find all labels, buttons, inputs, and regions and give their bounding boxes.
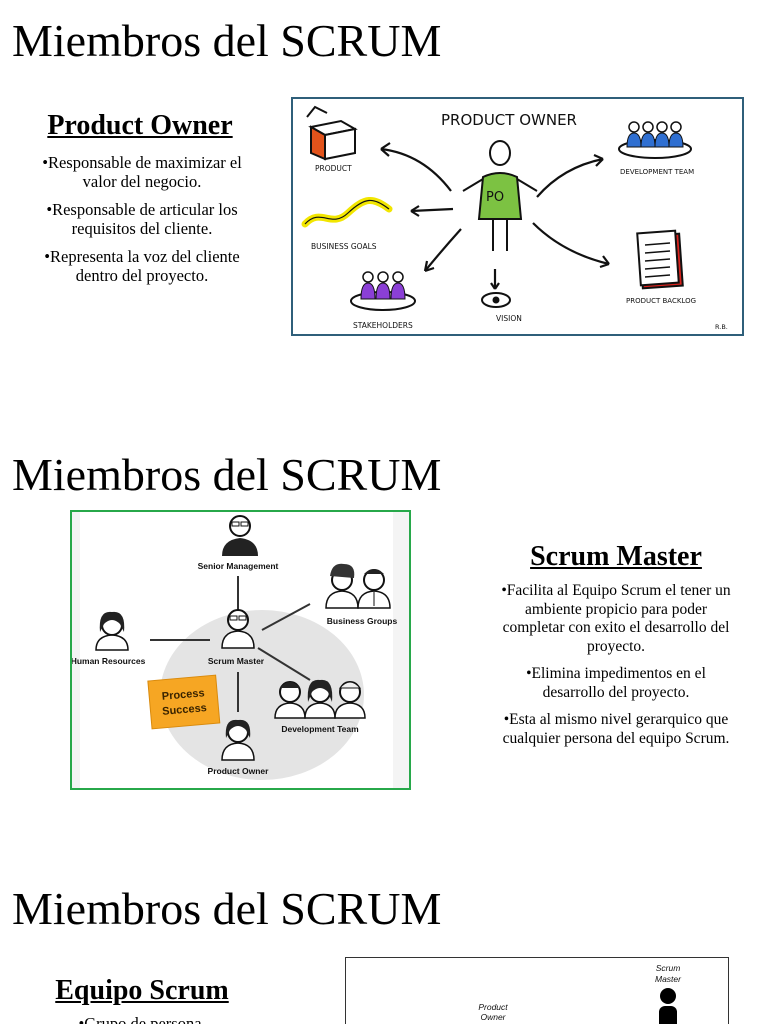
bullet-list: •Grupo de persona <box>40 1014 240 1024</box>
label-stakeholders: STAKEHOLDERS <box>353 321 413 330</box>
product-backlog-icon <box>636 229 684 290</box>
equipo-scrum-diagram: Product Owner Scrum Master <box>345 957 729 1024</box>
scrum-master-illustration: Senior Management Business Groups Human … <box>72 512 398 788</box>
business-groups-people-icon <box>325 563 391 609</box>
bullet-item: •Responsable de maximizar el valor del n… <box>42 153 242 191</box>
connector-lines <box>150 576 311 712</box>
role-heading: Scrum Master <box>530 541 702 572</box>
team-sketch: Product Owner Scrum Master <box>478 963 682 1024</box>
label-product-owner-2: Owner <box>480 1012 506 1022</box>
stakeholders-icon <box>350 271 416 311</box>
label-po: PO <box>486 190 504 205</box>
note-line-2: Success <box>162 702 208 718</box>
development-team-icon <box>618 121 692 159</box>
label-scrum-master: Scrum Master <box>208 656 265 666</box>
label-vision: VISION <box>496 314 522 323</box>
slide-title: Miembros del SCRUM <box>12 15 442 66</box>
label-business-goals: BUSINESS GOALS <box>311 242 377 251</box>
slide-title: Miembros del SCRUM <box>12 883 442 934</box>
product-owner-diagram: PRODUCT OWNER PRODUCT BUSINESS GOALS <box>291 97 744 336</box>
bullet-item: •Facilita al Equipo Scrum el tener un am… <box>501 582 731 655</box>
development-team-people-icon <box>274 679 366 719</box>
label-development-team: DEVELOPMENT TEAM <box>620 168 694 176</box>
vision-icon <box>481 292 511 308</box>
product-owner-sketch: PRODUCT OWNER PRODUCT BUSINESS GOALS <box>301 105 728 331</box>
scrum-master-diagram: Senior Management Business Groups Human … <box>70 510 411 790</box>
process-success-note: Process Success <box>147 674 221 730</box>
bullet-list: •Responsable de maximizar el valor del n… <box>28 153 256 294</box>
bullet-item: •Elimina impedimentos en el desarrollo d… <box>526 665 706 701</box>
product-owner-person-icon <box>221 719 255 761</box>
diagram-title: PRODUCT OWNER <box>441 111 577 129</box>
label-senior-management: Senior Management <box>198 561 279 571</box>
signature: R.B. <box>715 323 728 331</box>
label-scrum-master-2: Master <box>655 974 682 984</box>
diagram-arrows <box>380 142 610 290</box>
label-product-owner-1: Product <box>478 1002 508 1012</box>
bullet-item: •Representa la voz del cliente dentro de… <box>44 247 240 285</box>
product-owner-person-icon <box>462 140 538 251</box>
label-human-resources: Human Resources <box>72 656 146 666</box>
bullet-item: •Grupo de persona <box>78 1014 202 1024</box>
role-heading: Product Owner <box>47 110 233 141</box>
label-scrum-master-1: Scrum <box>656 963 681 973</box>
role-heading: Equipo Scrum <box>55 975 229 1006</box>
label-product-backlog: PRODUCT BACKLOG <box>626 297 696 305</box>
label-product-owner: Product Owner <box>208 766 270 776</box>
bullet-list: •Facilita al Equipo Scrum el tener un am… <box>498 582 734 757</box>
note-line-1: Process <box>161 687 205 703</box>
team-circle <box>160 610 364 780</box>
label-business-groups: Business Groups <box>327 616 398 626</box>
bullet-item: •Esta al mismo nivel gerarquico que cual… <box>502 711 730 747</box>
scrum-master-person-icon <box>221 609 255 649</box>
scrum-master-person-icon <box>659 988 677 1024</box>
product-icon <box>306 105 358 161</box>
human-resources-person-icon <box>95 611 129 651</box>
business-goals-icon <box>301 197 393 228</box>
senior-management-person-icon <box>222 515 258 556</box>
label-development-team: Development Team <box>281 724 359 734</box>
slide-title: Miembros del SCRUM <box>12 449 442 500</box>
bullet-item: •Responsable de articular los requisitos… <box>46 200 238 238</box>
label-product: PRODUCT <box>315 164 352 173</box>
